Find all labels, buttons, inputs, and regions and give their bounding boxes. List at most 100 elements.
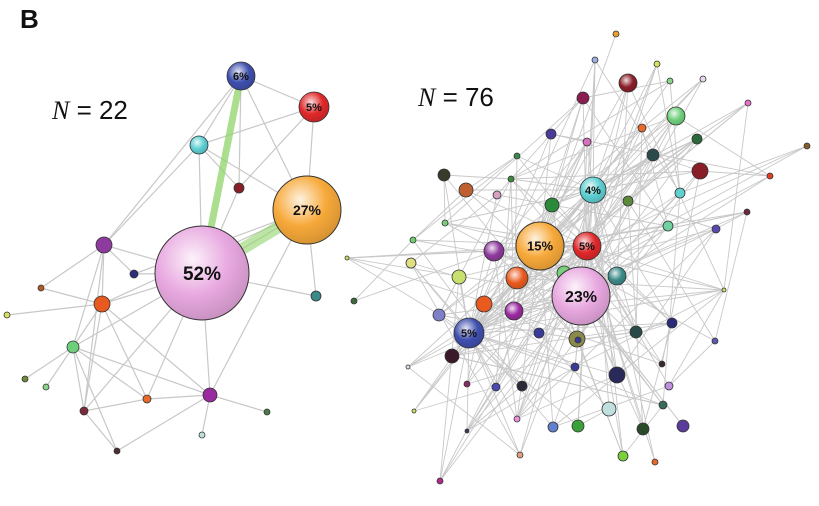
right-edge-238	[586, 245, 670, 387]
right-edge-229	[495, 178, 512, 388]
right-edge-123	[592, 189, 717, 230]
right-edge-267	[627, 200, 644, 430]
node-a40	[504, 301, 524, 321]
right-edge-215	[407, 245, 588, 368]
right-edge-179	[586, 245, 725, 291]
node-a57	[664, 381, 674, 391]
right-edge-67	[510, 170, 701, 180]
right-edge-128	[353, 250, 495, 302]
right-edge-245	[413, 386, 497, 412]
node-teal	[310, 290, 322, 302]
node-maroon	[79, 406, 89, 416]
left-edge-41	[209, 394, 268, 413]
node-a6	[699, 75, 707, 83]
right-edge-191	[592, 189, 637, 333]
right-edge-83	[510, 115, 677, 180]
node-a50	[405, 364, 411, 370]
node-a32	[405, 257, 417, 269]
left-edge-31	[83, 303, 103, 412]
node-a69	[651, 458, 659, 466]
left-edge-30	[72, 303, 103, 348]
right-edge-256	[468, 332, 518, 420]
node-a29	[711, 224, 721, 234]
node-green	[66, 340, 80, 354]
node-purple	[95, 236, 113, 254]
nodes: 52%27%6%5%23%15%5%5%4%	[3, 30, 811, 485]
node-a41	[432, 308, 446, 322]
left-edge-24	[72, 244, 105, 348]
right-edge-72	[443, 174, 470, 334]
right-edge-75	[465, 189, 588, 247]
node-a4	[653, 60, 661, 68]
right-edge-302	[468, 245, 588, 334]
right-edge-15	[510, 80, 671, 180]
node-a37	[344, 255, 350, 261]
right-network-n-label: N = 76	[418, 82, 494, 113]
node-pale	[198, 431, 206, 439]
node-navy	[129, 269, 139, 279]
right-edge-284	[592, 189, 656, 463]
right-edge-39	[586, 127, 643, 247]
right-edge-61	[516, 155, 594, 191]
left-edge-34	[24, 346, 74, 380]
node-a1	[612, 30, 620, 38]
left-edge-40	[146, 394, 211, 400]
node-a54	[516, 380, 528, 392]
right-edge-196	[592, 189, 673, 324]
node-a24	[622, 195, 634, 207]
left-edge-10	[198, 144, 240, 189]
right-edge-63	[412, 155, 518, 241]
node-orange	[93, 295, 111, 313]
right-edge-73	[443, 174, 512, 180]
node-a27	[441, 219, 449, 227]
node-a58	[411, 408, 417, 414]
node-a59	[601, 401, 617, 417]
right-edge-263	[468, 332, 579, 427]
left-edge-33	[101, 303, 211, 396]
node-hub-23	[551, 266, 611, 326]
left-n-value: = 22	[69, 95, 128, 125]
right-edge-122	[616, 228, 717, 376]
right-edge-293	[443, 174, 579, 341]
right-edge-287	[439, 332, 470, 482]
node-a52	[608, 366, 626, 384]
node-a61	[513, 415, 521, 423]
right-edge-112	[444, 189, 594, 224]
right-edge-250	[468, 332, 664, 406]
right-edge-118	[582, 97, 669, 227]
node-brown	[37, 284, 45, 292]
node-hub-5-blue-label: 5%	[461, 328, 477, 340]
node-hub-27-label: 27%	[293, 202, 322, 218]
right-edge-77	[465, 155, 518, 191]
node-a31	[409, 236, 417, 244]
right-edge-176	[438, 178, 512, 316]
right-edge-183	[451, 332, 540, 357]
node-a28	[662, 220, 674, 232]
node-a45	[629, 325, 643, 339]
right-edge-289	[439, 276, 460, 482]
node-a65	[676, 419, 690, 433]
node-a36	[607, 266, 627, 286]
node-orange-small	[142, 394, 152, 404]
right-edge-278	[592, 189, 624, 457]
left-edge-35	[45, 346, 74, 388]
node-lightgreen	[42, 383, 50, 391]
node-hub-4	[579, 176, 607, 204]
node-a18	[766, 172, 774, 180]
right-edge-136	[410, 262, 554, 428]
node-a63	[571, 419, 585, 433]
node-a10	[545, 128, 557, 140]
node-hub-4-label: 4%	[585, 185, 601, 197]
right-edge-30	[675, 115, 771, 177]
node-a56	[658, 360, 666, 368]
left-edge-5	[198, 106, 315, 146]
left-edge-39	[83, 398, 148, 412]
left-edge-37	[72, 346, 148, 400]
node-a62	[547, 421, 559, 433]
node-hub-52-label: 52%	[183, 264, 221, 285]
left-edge-43	[116, 394, 211, 452]
right-edge-85	[410, 194, 498, 264]
left-edge-28	[40, 287, 103, 305]
node-a70	[436, 477, 444, 485]
right-edge-194	[635, 127, 643, 333]
